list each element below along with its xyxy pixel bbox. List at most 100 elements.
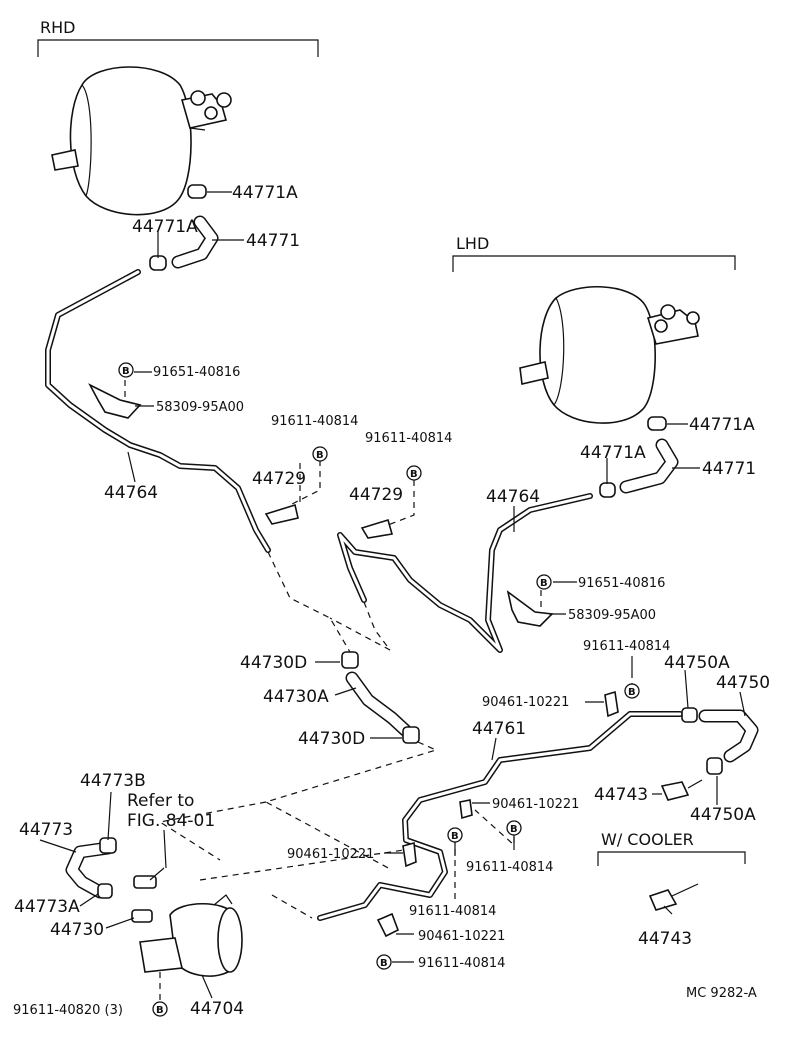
label-44729: 44729	[252, 469, 306, 489]
refer-line1: Refer to	[127, 791, 194, 811]
bolt-marker-icon: B	[624, 683, 640, 699]
label-91611-40814: 91611-40814	[409, 904, 496, 919]
bolt-markers: B B B B B B B B B	[118, 362, 640, 1017]
label-91651-40816: 91651-40816	[578, 576, 665, 591]
clip-44750A-top	[681, 707, 698, 723]
label-44730D: 44730D	[298, 729, 365, 749]
check-valves	[131, 875, 157, 923]
bracket-58309-rhd	[88, 383, 142, 419]
svg-text:B: B	[380, 958, 388, 969]
label-44750A: 44750A	[664, 653, 730, 673]
svg-text:B: B	[316, 450, 324, 461]
label-44773A: 44773A	[14, 897, 80, 917]
rhd-heading: RHD	[40, 18, 75, 37]
label-44750: 44750	[716, 673, 770, 693]
hose-44771-rhd	[171, 215, 219, 269]
label-91611-40814: 91611-40814	[365, 431, 452, 446]
hose-44773	[65, 841, 115, 899]
valve-44743-a	[660, 779, 703, 801]
label-44764: 44764	[486, 487, 540, 507]
label-91611-40814: 91611-40814	[418, 956, 505, 971]
label-91611-40814: 91611-40814	[466, 860, 553, 875]
hose-44750	[698, 709, 759, 763]
label-44750A: 44750A	[690, 805, 756, 825]
svg-text:B: B	[628, 687, 636, 698]
label-44743: 44743	[594, 785, 648, 805]
bolt-marker-icon: B	[447, 827, 463, 843]
bolt-marker-icon: B	[312, 446, 328, 462]
clamps	[97, 184, 723, 899]
label-91611-40814: 91611-40814	[583, 639, 670, 654]
label-44771A: 44771A	[580, 443, 646, 463]
hose-44730A	[345, 671, 412, 737]
bolt-marker-icon: B	[406, 465, 422, 481]
label-91611-40814: 91611-40814	[271, 414, 358, 429]
label-44729: 44729	[349, 485, 403, 505]
cooler-heading: W/ COOLER	[601, 830, 694, 849]
clip-44773B	[99, 837, 117, 854]
part-labels: 44771A 44771A 44771 91651-40816 58309-95…	[13, 183, 770, 1019]
clip-44730D-bottom	[402, 726, 420, 744]
label-91651-40816: 91651-40816	[153, 365, 240, 380]
pipe-44764-rhd	[45, 269, 271, 553]
label-44704: 44704	[190, 999, 244, 1019]
lhd-brake-booster	[519, 285, 700, 424]
clip-44771A-rhd-top	[187, 184, 207, 199]
rhd-bracket: RHD	[37, 18, 319, 57]
bracket-58309-lhd	[506, 590, 554, 627]
hose-44771-lhd	[619, 438, 679, 494]
svg-text:B: B	[122, 366, 130, 377]
svg-text:B: B	[451, 831, 459, 842]
reservoir-44704	[139, 894, 243, 977]
label-44773B: 44773B	[80, 771, 146, 791]
bolt-marker-icon: B	[536, 574, 552, 590]
refer-line2: FIG. 84-01	[127, 811, 215, 831]
svg-text:B: B	[410, 469, 418, 480]
pipe-44764-lhd	[337, 493, 593, 653]
clip-44771A-lhd	[599, 482, 616, 498]
label-90461-10221: 90461-10221	[287, 847, 374, 862]
label-58309-95A00: 58309-95A00	[156, 400, 244, 415]
label-44771: 44771	[702, 459, 756, 479]
clip-44773A	[97, 883, 113, 899]
label-44771A: 44771A	[232, 183, 298, 203]
rhd-brake-booster	[51, 66, 232, 216]
clamp-44729-b	[360, 518, 394, 539]
leader-lines	[39, 191, 746, 999]
bolt-marker-icon: B	[152, 1001, 168, 1017]
pipe-44761	[317, 711, 683, 921]
clip-90461	[376, 690, 619, 938]
label-44773: 44773	[19, 820, 73, 840]
svg-text:B: B	[510, 824, 518, 835]
clip-44771A-lhd-top	[647, 416, 667, 431]
label-44771A: 44771A	[689, 415, 755, 435]
svg-text:B: B	[540, 578, 548, 589]
label-44730: 44730	[50, 920, 104, 940]
bolt-marker-icon: B	[506, 820, 522, 836]
label-58309-95A00: 58309-95A00	[568, 608, 656, 623]
bolt-marker-icon: B	[118, 362, 134, 378]
label-44764: 44764	[104, 483, 158, 503]
clamp-44729-a	[264, 503, 299, 525]
valve-44743-b	[648, 883, 699, 911]
label-91611-40820: 91611-40820 (3)	[13, 1003, 123, 1018]
label-44730D: 44730D	[240, 653, 307, 673]
svg-text:B: B	[156, 1005, 164, 1016]
label-44771A: 44771A	[132, 217, 198, 237]
lhd-heading: LHD	[456, 234, 489, 253]
label-90461-10221: 90461-10221	[418, 929, 505, 944]
label-44743: 44743	[638, 929, 692, 949]
diagram-code: MC 9282-A	[686, 986, 757, 1001]
label-44761: 44761	[472, 719, 526, 739]
bolt-marker-icon: B	[376, 954, 392, 970]
clip-44771A-rhd	[149, 255, 167, 271]
cooler-bracket: W/ COOLER	[597, 830, 746, 866]
clip-44730D-top	[341, 651, 359, 669]
lhd-bracket: LHD	[452, 234, 736, 272]
label-90461-10221: 90461-10221	[482, 695, 569, 710]
clip-44750A-bottom	[706, 757, 723, 775]
label-44771: 44771	[246, 231, 300, 251]
label-90461-10221: 90461-10221	[492, 797, 579, 812]
